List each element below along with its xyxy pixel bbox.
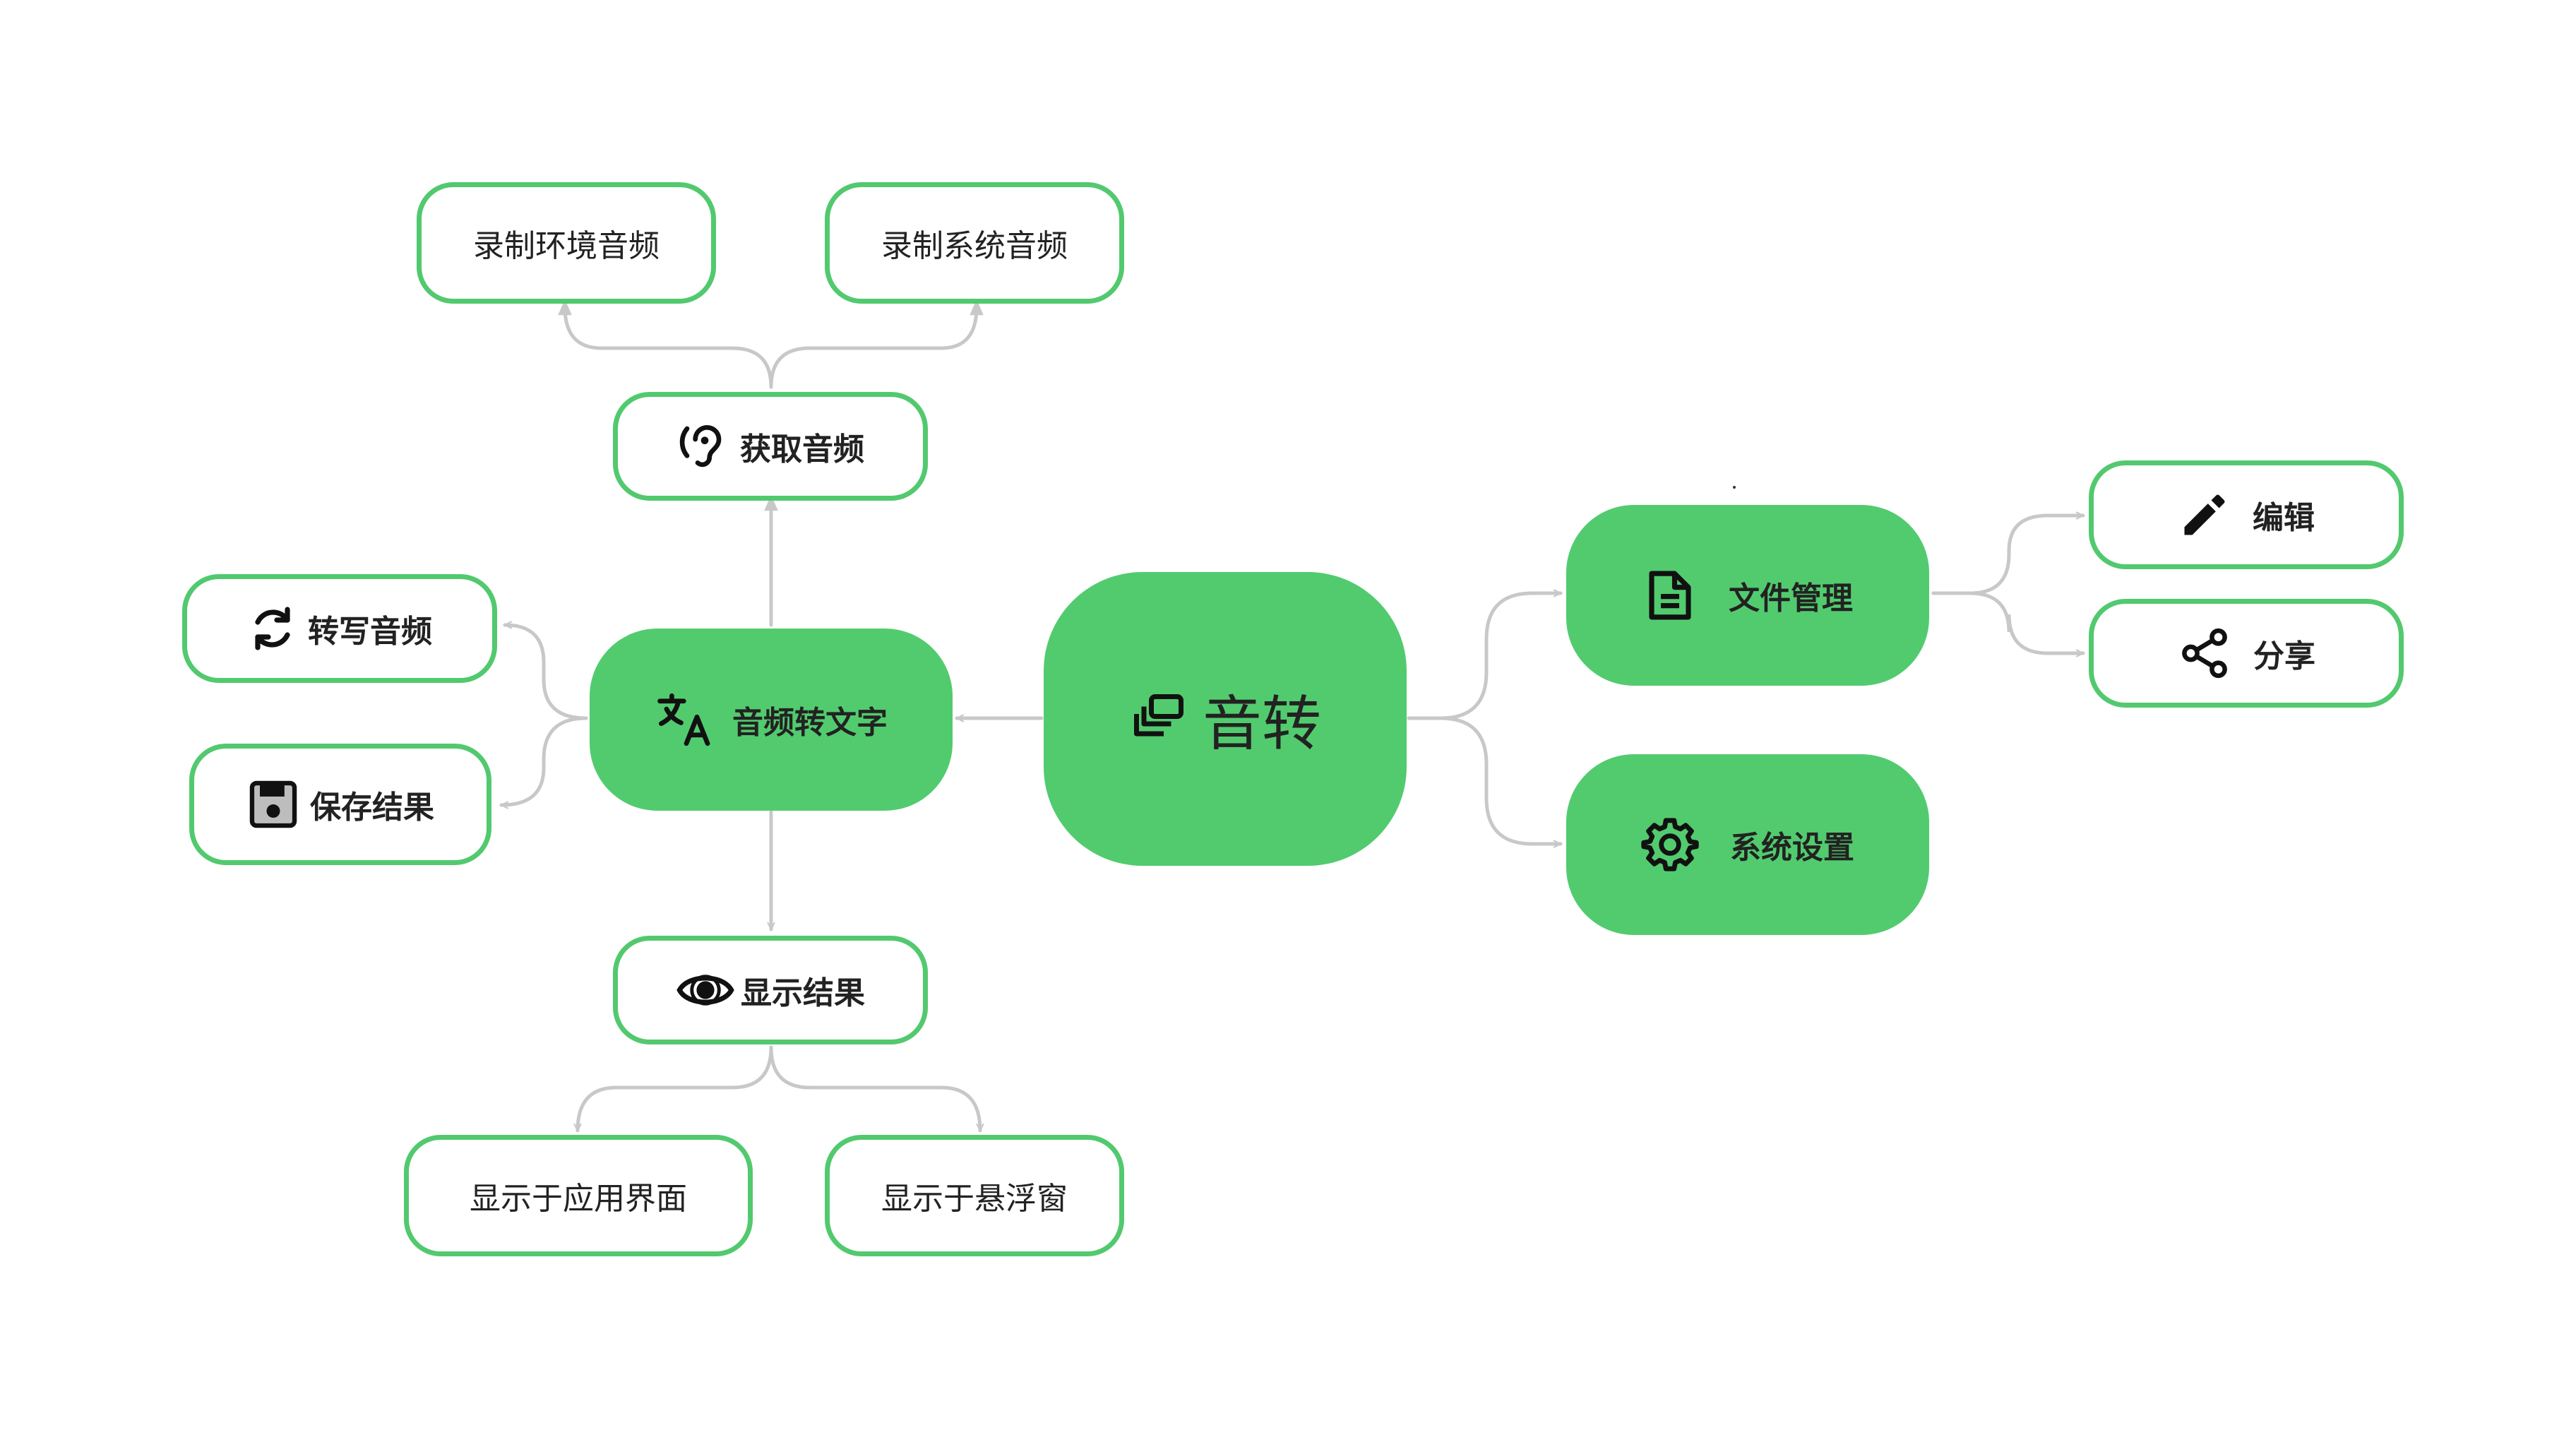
file-management-node[interactable]: 文件管理 xyxy=(1566,505,1929,686)
edit-node[interactable]: 编辑 xyxy=(2089,460,2404,569)
ear-icon xyxy=(676,418,733,475)
record-ambient-label: 录制环境音频 xyxy=(473,228,660,264)
edge-acquire-record-ambient xyxy=(558,299,773,389)
edge-root-file-management xyxy=(1407,593,1563,720)
show-result-label: 显示结果 xyxy=(741,975,865,1011)
share-icon xyxy=(2177,626,2232,681)
record-system-node[interactable]: 录制系统音频 xyxy=(825,182,1124,304)
edge-show-floating xyxy=(769,1045,980,1133)
document-icon xyxy=(1642,568,1698,623)
save-result-node[interactable]: 保存结果 xyxy=(189,744,491,865)
pencil-icon xyxy=(2178,488,2231,542)
system-settings-node[interactable]: 系统设置 xyxy=(1566,754,1929,935)
record-ambient-node[interactable]: 录制环境音频 xyxy=(417,182,716,304)
save-result-label: 保存结果 xyxy=(310,790,434,826)
edge-file-edit xyxy=(1931,516,2085,595)
edge-audio-to-text-transcribe xyxy=(503,625,588,720)
transcribe-audio-node[interactable]: 转写音频 xyxy=(182,574,497,683)
transcribe-audio-label: 转写音频 xyxy=(308,614,432,650)
edge-audio-to-text-save xyxy=(499,716,588,805)
audio-to-text-node[interactable]: 音频转文字 xyxy=(590,629,953,811)
audio-to-text-label: 音频转文字 xyxy=(732,705,888,741)
stray-dot xyxy=(1733,486,1736,489)
edit-label: 编辑 xyxy=(2253,500,2315,536)
gear-icon xyxy=(1641,816,1699,874)
root-node[interactable]: 音转 xyxy=(1044,572,1407,866)
file-management-label: 文件管理 xyxy=(1729,580,1853,617)
acquire-audio-label: 获取音频 xyxy=(740,431,864,468)
acquire-audio-node[interactable]: 获取音频 xyxy=(613,392,928,501)
share-label: 分享 xyxy=(2253,638,2315,674)
edge-show-in-app xyxy=(578,1045,773,1133)
show-in-app-node[interactable]: 显示于应用界面 xyxy=(404,1135,753,1256)
layers-icon xyxy=(1129,689,1188,749)
floppy-disk-icon xyxy=(246,778,300,831)
share-node[interactable]: 分享 xyxy=(2089,599,2404,708)
record-system-label: 录制系统音频 xyxy=(881,228,1068,264)
show-in-app-label: 显示于应用界面 xyxy=(470,1181,687,1217)
edge-file-share xyxy=(1931,591,2085,653)
edge-acquire-record-system xyxy=(769,299,984,389)
translate-icon xyxy=(655,688,718,751)
show-floating-label: 显示于悬浮窗 xyxy=(881,1181,1068,1217)
eye-icon xyxy=(676,960,735,1020)
root-label: 音转 xyxy=(1202,689,1321,758)
system-settings-label: 系统设置 xyxy=(1730,830,1854,866)
edge-root-system-settings xyxy=(1407,716,1563,844)
show-result-node[interactable]: 显示结果 xyxy=(613,936,928,1044)
show-floating-node[interactable]: 显示于悬浮窗 xyxy=(825,1135,1124,1256)
refresh-icon xyxy=(247,603,298,654)
